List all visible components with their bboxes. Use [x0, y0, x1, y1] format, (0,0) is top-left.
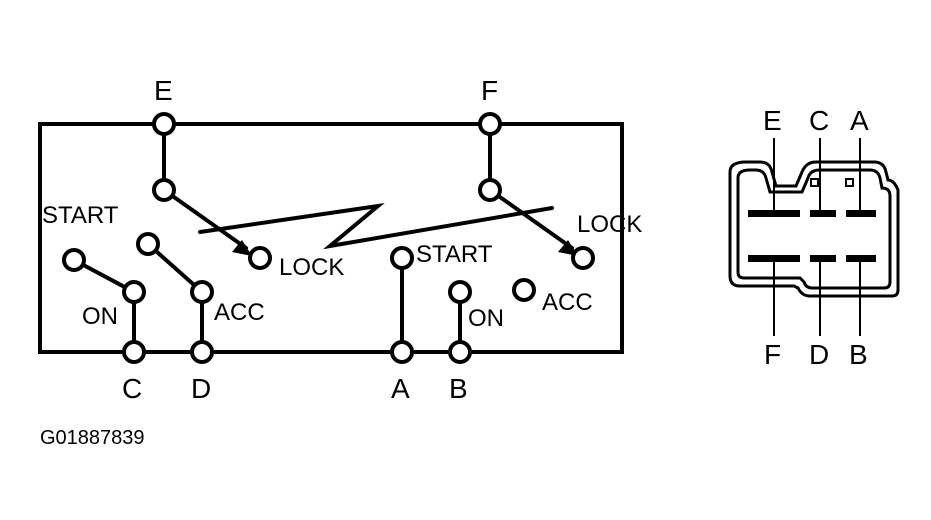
arm-d-acc: [146, 242, 204, 294]
pin-a: [846, 210, 876, 217]
pivot-e: [152, 178, 176, 202]
terminal-f: [478, 112, 502, 136]
pin-e: [748, 210, 800, 217]
label-start-left: START: [42, 202, 119, 229]
pin-c: [810, 210, 836, 217]
contact-acc-d: [190, 280, 214, 304]
terminal-e: [152, 112, 176, 136]
key-mark-2: [845, 178, 854, 187]
arm-e-lock: [162, 188, 248, 250]
switch-schematic: E F C D A B START ON ACC LOCK START ON A…: [38, 75, 642, 404]
label-terminal-b: B: [449, 373, 468, 404]
connector-label-a: A: [850, 105, 869, 136]
arrow-e-lock: [232, 240, 252, 256]
connector-view: E C A F D B: [728, 105, 900, 370]
label-terminal-c: C: [122, 373, 142, 404]
connector-label-f: F: [764, 339, 781, 370]
switch-frame: [38, 122, 624, 354]
contact-start-right: [390, 246, 414, 270]
label-terminal-f: F: [481, 75, 498, 106]
terminal-b: [448, 340, 472, 364]
terminal-c: [122, 340, 146, 364]
figure-id: G01887839: [40, 427, 145, 449]
connector-housing-outer: [728, 160, 900, 298]
contact-lock-left: [248, 246, 272, 270]
label-on-left: ON: [82, 303, 118, 330]
connector-housing-inner: [736, 168, 892, 290]
contact-acc-right: [512, 278, 536, 302]
arm-f-lock: [488, 188, 574, 250]
contact-on-left: [122, 280, 146, 304]
contact-acc-left: [136, 232, 160, 256]
connector-label-d: D: [809, 339, 829, 370]
connector-label-b: B: [849, 339, 868, 370]
label-acc-left: ACC: [214, 299, 265, 326]
terminal-a: [390, 340, 414, 364]
contact-lock-right: [571, 246, 595, 270]
key-mark-1: [810, 178, 819, 187]
label-start-right: START: [416, 241, 493, 268]
connector-label-e: E: [763, 105, 782, 136]
label-on-right: ON: [468, 305, 504, 332]
contact-start-left: [62, 248, 86, 272]
pivot-f: [478, 178, 502, 202]
label-lock-left: LOCK: [279, 254, 344, 281]
connector-label-c: C: [809, 105, 829, 136]
label-terminal-a: A: [391, 373, 410, 404]
label-lock-right: LOCK: [577, 211, 642, 238]
label-terminal-d: D: [191, 373, 211, 404]
pin-d: [810, 255, 836, 262]
label-acc-right: ACC: [542, 289, 593, 316]
terminal-d: [190, 340, 214, 364]
contact-on-right: [448, 280, 472, 304]
label-terminal-e: E: [154, 75, 173, 106]
linkage-zigzag: [198, 202, 554, 250]
